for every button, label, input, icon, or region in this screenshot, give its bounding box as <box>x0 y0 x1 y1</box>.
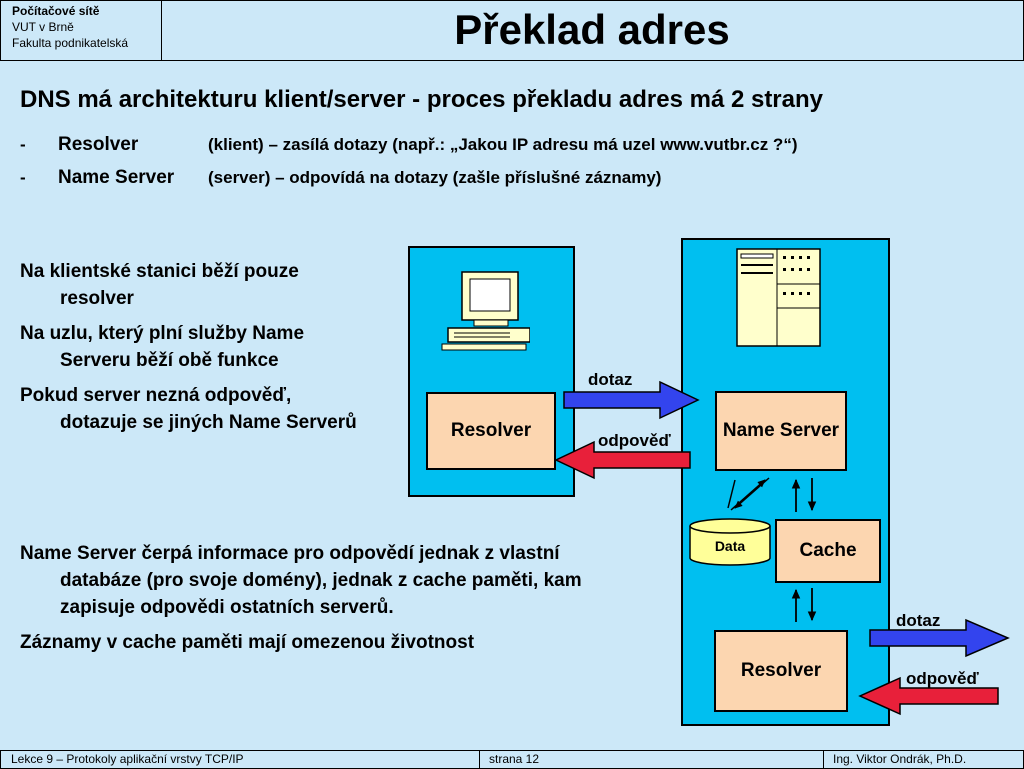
database-icon <box>689 518 771 566</box>
page-title: Překlad adres <box>454 6 730 53</box>
desc-resolver: (klient) – zasílá dotazy (např.: „Jakou … <box>208 135 798 154</box>
dash: - <box>20 168 26 187</box>
query-arrow-2 <box>869 618 1010 658</box>
cache-box: Cache <box>775 519 881 583</box>
bottom-text-block: Name Server čerpá informace pro odpovědí… <box>20 540 630 656</box>
course-name: Počítačové sítě <box>12 4 100 18</box>
intro-heading: DNS má architekturu klient/server - proc… <box>20 86 824 113</box>
intro-item-resolver: - Resolver (klient) – zasílá dotazy (nap… <box>20 132 797 158</box>
bottom-paragraph-2: Záznamy v cache paměti mají omezenou živ… <box>20 632 475 653</box>
name-server-cache-arrows <box>791 478 817 512</box>
footer-divider-2 <box>823 751 824 768</box>
intro-item-name-server: - Name Server (server) – odpovídá na dot… <box>20 165 661 191</box>
answer-label-1: odpověď <box>598 431 671 450</box>
left-paragraph-1: Na klientské stanici běží pouze resolver <box>20 261 299 309</box>
footer-bar: Lekce 9 – Protokoly aplikační vrstvy TCP… <box>0 750 1024 769</box>
query-label-1: dotaz <box>588 370 633 389</box>
term-name-server: Name Server <box>58 167 175 188</box>
answer-label-2: odpověď <box>906 669 979 688</box>
left-paragraph-2: Na uzlu, který plní služby Name Serveru … <box>20 323 305 371</box>
university-name: VUT v Brně <box>12 20 74 34</box>
server-icon <box>736 248 821 347</box>
name-server-box: Name Server <box>715 391 847 471</box>
lecture-title: Lekce 9 – Protokoly aplikační vrstvy TCP… <box>11 752 244 766</box>
name-server-data-arrows <box>727 477 770 511</box>
header-divider <box>161 0 162 60</box>
query-label-2: dotaz <box>896 611 941 630</box>
left-text-block: Na klientské stanici běží pouze resolver… <box>20 258 365 436</box>
answer-arrow-1 <box>554 440 691 480</box>
footer-divider-1 <box>479 751 480 768</box>
server-resolver-box: Resolver <box>714 630 848 712</box>
desc-name-server: (server) – odpovídá na dotazy (zašle pří… <box>208 168 662 187</box>
header-bar <box>0 0 1024 61</box>
header-info: Počítačové sítě VUT v Brně Fakulta podni… <box>12 3 128 51</box>
bottom-paragraph-1: Name Server čerpá informace pro odpovědí… <box>20 543 582 618</box>
faculty-name: Fakulta podnikatelská <box>12 36 129 50</box>
computer-icon <box>441 271 530 351</box>
page-number: strana 12 <box>489 752 540 766</box>
answer-arrow-2 <box>858 676 999 716</box>
query-arrow-1 <box>563 380 700 420</box>
data-label: Data <box>714 538 746 554</box>
term-resolver: Resolver <box>58 134 139 155</box>
left-paragraph-3: Pokud server nezná odpověď, dotazuje se … <box>20 385 357 433</box>
dash: - <box>20 135 26 154</box>
author-name: Ing. Viktor Ondrák, Ph.D. <box>833 752 967 766</box>
client-resolver-box: Resolver <box>426 392 556 470</box>
cache-resolver-arrows <box>791 588 817 622</box>
